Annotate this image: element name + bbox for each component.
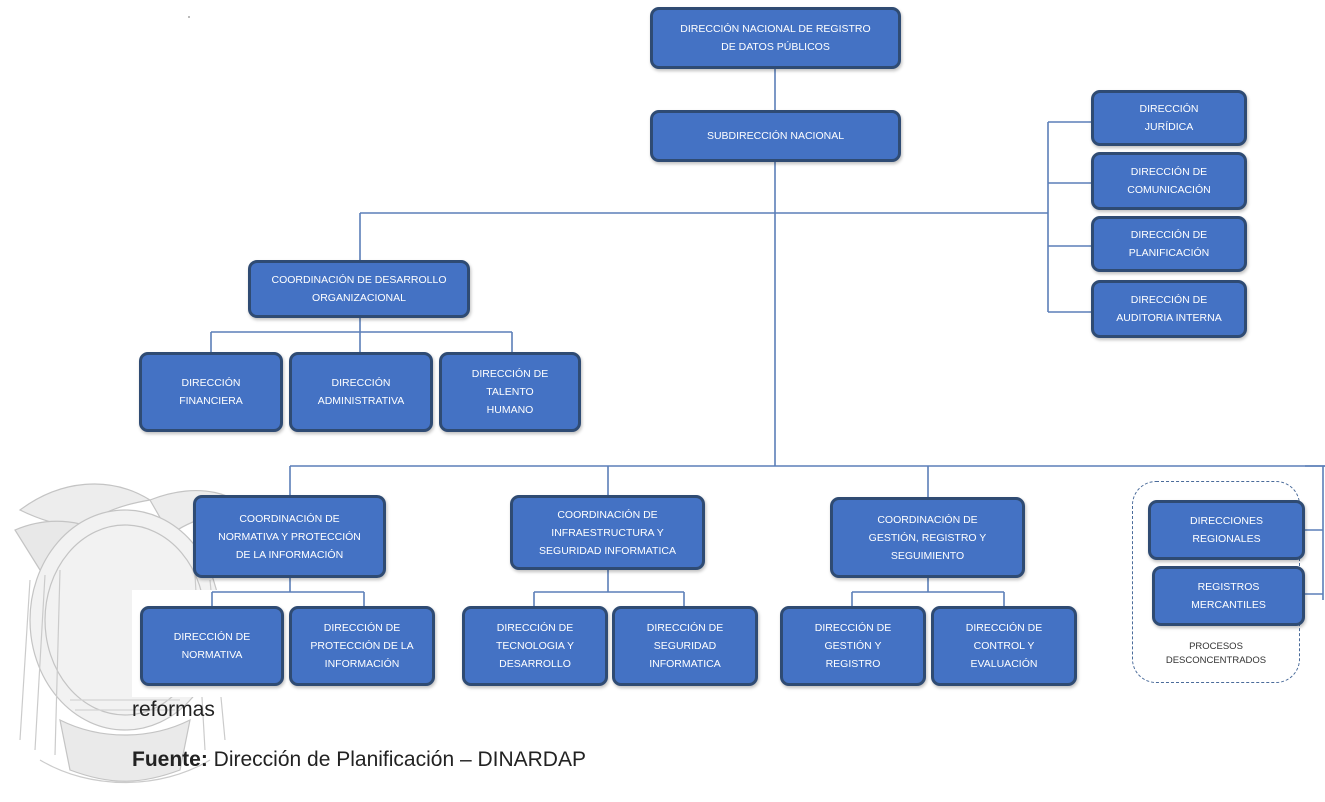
box-protection-line-3: INFORMACIÓN bbox=[324, 658, 400, 670]
box-information-protection-direction: DIRECCIÓN DE PROTECCIÓN DE LA INFORMACIÓ… bbox=[289, 606, 435, 686]
box-normative-line-2: NORMATIVA bbox=[181, 649, 243, 661]
box-protection-line-1: DIRECCIÓN DE bbox=[323, 622, 401, 634]
box-subdirection: SUBDIRECCIÓN NACIONAL bbox=[650, 110, 901, 162]
box-talent-line-1: DIRECCIÓN DE bbox=[471, 368, 549, 380]
source-text: Dirección de Planificación – DINARDAP bbox=[207, 748, 586, 771]
deconcentrated-label-line-2: DESCONCENTRADOS bbox=[1165, 655, 1267, 666]
box-technology-line-1: DIRECCIÓN DE bbox=[496, 622, 574, 634]
box-talent-line-3: HUMANO bbox=[486, 404, 534, 416]
box-planning-line-2: PLANIFICACIÓN bbox=[1128, 247, 1210, 259]
box-legal-line-2: JURÍDICA bbox=[1144, 121, 1194, 133]
source-label: Fuente: bbox=[132, 748, 208, 771]
box-financial-line-1: DIRECCIÓN bbox=[181, 377, 241, 389]
box-audit-line-1: DIRECCIÓN DE bbox=[1130, 294, 1208, 306]
box-registry-line-2: GESTIÓN Y bbox=[824, 640, 882, 652]
box-org-development-coordination: COORDINACIÓN DE DESARROLLO ORGANIZACIONA… bbox=[248, 260, 470, 318]
box-coord2-line-2: INFRAESTRUCTURA Y bbox=[551, 526, 664, 539]
box-orgdev-line-2: ORGANIZACIONAL bbox=[312, 292, 406, 304]
box-management-registry-direction: DIRECCIÓN DE GESTIÓN Y REGISTRO bbox=[780, 606, 926, 686]
box-admin-line-2: ADMINISTRATIVA bbox=[317, 395, 405, 407]
box-human-talent-direction: DIRECCIÓN DE TALENTO HUMANO bbox=[439, 352, 581, 432]
box-protection-line-2: PROTECCIÓN DE LA bbox=[310, 640, 414, 652]
box-normative-coordination: COORDINACIÓN DE NORMATIVA Y PROTECCIÓN D… bbox=[193, 495, 386, 578]
box-regional-line-2: REGIONALES bbox=[1192, 533, 1261, 545]
box-management-coordination: COORDINACIÓN DE GESTIÓN, REGISTRO Y SEGU… bbox=[830, 497, 1025, 578]
box-coord3-line-2: GESTIÓN, REGISTRO Y bbox=[868, 531, 987, 544]
stray-dot bbox=[188, 16, 190, 18]
box-coord1-line-1: COORDINACIÓN DE bbox=[239, 512, 340, 525]
box-internal-audit-direction: DIRECCIÓN DE AUDITORIA INTERNA bbox=[1091, 280, 1247, 338]
box-regional-directions: DIRECCIONES REGIONALES bbox=[1148, 500, 1305, 560]
box-financial-line-2: FINANCIERA bbox=[179, 395, 243, 407]
box-legal-line-1: DIRECCIÓN bbox=[1139, 103, 1199, 115]
note-text: reformas bbox=[132, 698, 215, 721]
box-regional-line-1: DIRECCIONES bbox=[1190, 515, 1263, 527]
box-technology-line-3: DESARROLLO bbox=[499, 658, 571, 670]
box-national-line-2: DE DATOS PÚBLICOS bbox=[721, 41, 830, 53]
box-technology-line-2: TECNOLOGIA Y bbox=[496, 640, 574, 652]
source-caption: Fuente: Dirección de Planificación – DIN… bbox=[132, 748, 586, 772]
box-normative-direction: DIRECCIÓN DE NORMATIVA bbox=[140, 606, 284, 686]
box-audit-line-2: AUDITORIA INTERNA bbox=[1116, 312, 1222, 324]
box-mercantile-registries: REGISTROS MERCANTILES bbox=[1152, 566, 1305, 626]
box-technology-direction: DIRECCIÓN DE TECNOLOGIA Y DESARROLLO bbox=[462, 606, 608, 686]
box-mercantile-line-1: REGISTROS bbox=[1197, 581, 1260, 593]
box-subdirection-label: SUBDIRECCIÓN NACIONAL bbox=[706, 130, 845, 142]
box-financial-direction: DIRECCIÓN FINANCIERA bbox=[139, 352, 283, 432]
box-control-line-2: CONTROL Y bbox=[973, 640, 1035, 652]
box-administrative-direction: DIRECCIÓN ADMINISTRATIVA bbox=[289, 352, 433, 432]
box-coord3-line-3: SEGUIMIENTO bbox=[890, 549, 965, 562]
deconcentrated-label-line-1: PROCESOS bbox=[1189, 641, 1243, 652]
box-normative-line-1: DIRECCIÓN DE bbox=[173, 631, 251, 643]
box-national-direction: DIRECCIÓN NACIONAL DE REGISTRO DE DATOS … bbox=[650, 7, 901, 69]
box-infrastructure-coordination: COORDINACIÓN DE INFRAESTRUCTURA Y SEGURI… bbox=[510, 495, 705, 570]
box-communication-direction: DIRECCIÓN DE COMUNICACIÓN bbox=[1091, 152, 1247, 210]
box-security-direction: DIRECCIÓN DE SEGURIDAD INFORMATICA bbox=[612, 606, 758, 686]
box-admin-line-1: DIRECCIÓN bbox=[331, 377, 391, 389]
box-security-line-2: SEGURIDAD bbox=[653, 640, 717, 652]
box-planning-line-1: DIRECCIÓN DE bbox=[1130, 229, 1208, 241]
box-security-line-1: DIRECCIÓN DE bbox=[646, 622, 724, 634]
box-coord1-line-3: DE LA INFORMACIÓN bbox=[235, 548, 344, 561]
box-control-line-3: EVALUACIÓN bbox=[970, 658, 1038, 670]
box-coord1-line-2: NORMATIVA Y PROTECCIÓN bbox=[218, 530, 361, 543]
box-security-line-3: INFORMATICA bbox=[649, 658, 721, 670]
box-national-line-1: DIRECCIÓN NACIONAL DE REGISTRO bbox=[680, 23, 871, 35]
box-coord2-line-1: COORDINACIÓN DE bbox=[557, 508, 658, 521]
box-registry-line-3: REGISTRO bbox=[825, 658, 881, 670]
box-communication-line-1: DIRECCIÓN DE bbox=[1130, 166, 1208, 178]
deconcentrated-label: PROCESOS DESCONCENTRADOS bbox=[1138, 640, 1294, 668]
box-legal-direction: DIRECCIÓN JURÍDICA bbox=[1091, 90, 1247, 146]
box-control-line-1: DIRECCIÓN DE bbox=[965, 622, 1043, 634]
box-coord3-line-1: COORDINACIÓN DE bbox=[877, 513, 978, 526]
box-communication-line-2: COMUNICACIÓN bbox=[1127, 184, 1211, 196]
box-planning-direction: DIRECCIÓN DE PLANIFICACIÓN bbox=[1091, 216, 1247, 272]
box-coord2-line-3: SEGURIDAD INFORMATICA bbox=[539, 544, 676, 557]
box-orgdev-line-1: COORDINACIÓN DE DESARROLLO bbox=[271, 274, 447, 286]
box-control-evaluation-direction: DIRECCIÓN DE CONTROL Y EVALUACIÓN bbox=[931, 606, 1077, 686]
box-talent-line-2: TALENTO bbox=[486, 386, 534, 398]
box-registry-line-1: DIRECCIÓN DE bbox=[814, 622, 892, 634]
box-mercantile-line-2: MERCANTILES bbox=[1191, 599, 1266, 611]
